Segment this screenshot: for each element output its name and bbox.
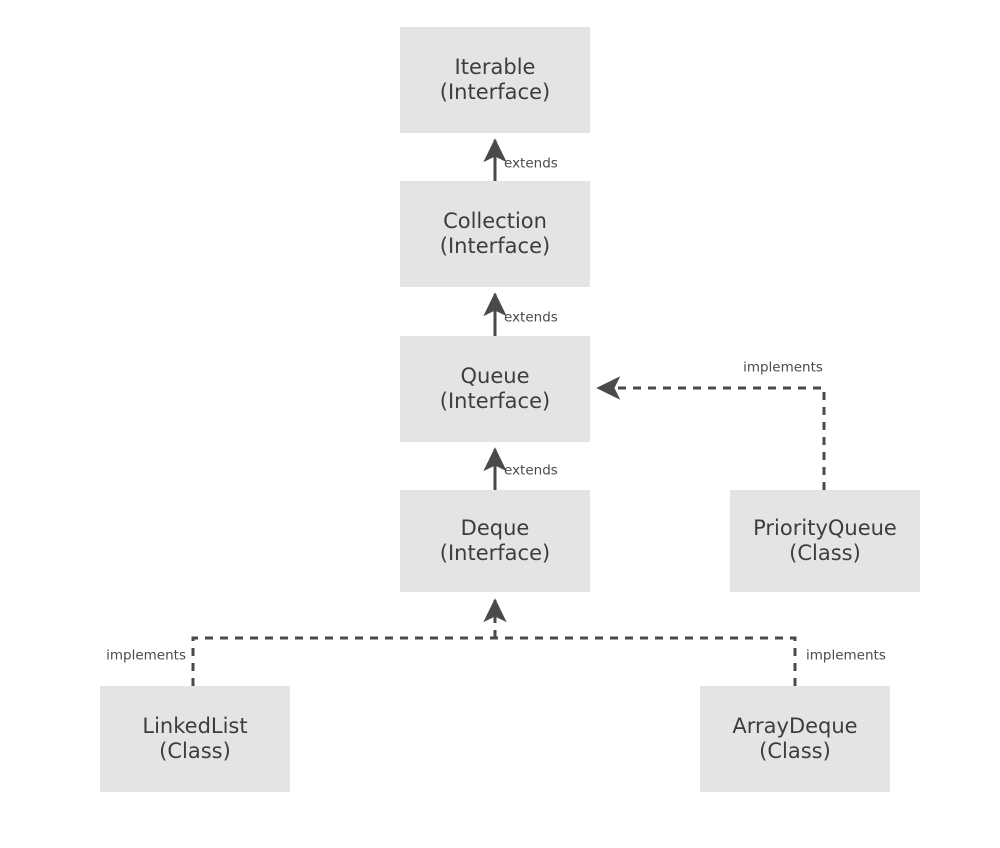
node-linkedlist[interactable]: LinkedList (Class) <box>100 686 290 792</box>
edge-label-deque-extends-queue: extends <box>504 462 558 479</box>
edge-label-arraydeque-implements-deque: implements <box>806 647 886 664</box>
node-stereotype: (Class) <box>759 739 831 763</box>
node-title: Collection <box>443 209 547 234</box>
node-stereotype: (Interface) <box>439 541 551 565</box>
edge-linkedlist-implements-deque <box>191 636 495 686</box>
edge-label-priorityqueue-implements-queue: implements <box>743 359 823 376</box>
edge-label-linkedlist-implements-deque: implements <box>106 647 186 664</box>
node-deque[interactable]: Deque (Interface) <box>400 490 590 592</box>
node-stereotype: (Interface) <box>439 234 551 258</box>
edge-priorityqueue-implements-queue <box>596 376 826 490</box>
edge-label-collection-extends-iterable: extends <box>504 155 558 172</box>
node-stereotype: (Class) <box>789 541 861 565</box>
node-queue[interactable]: Queue (Interface) <box>400 336 590 442</box>
node-title: LinkedList <box>142 714 248 739</box>
node-arraydeque[interactable]: ArrayDeque (Class) <box>700 686 890 792</box>
node-stereotype: (Class) <box>159 739 231 763</box>
edge-arraydeque-implements-deque <box>495 636 797 686</box>
node-iterable[interactable]: Iterable (Interface) <box>400 27 590 133</box>
node-title: ArrayDeque <box>732 714 858 739</box>
node-priorityqueue[interactable]: PriorityQueue (Class) <box>730 490 920 592</box>
node-title: Queue <box>460 364 530 389</box>
node-title: PriorityQueue <box>753 516 897 541</box>
node-title: Iterable <box>454 55 536 80</box>
node-title: Deque <box>460 516 530 541</box>
node-collection[interactable]: Collection (Interface) <box>400 181 590 287</box>
node-stereotype: (Interface) <box>439 80 551 104</box>
edge-label-queue-extends-collection: extends <box>504 309 558 326</box>
node-stereotype: (Interface) <box>439 389 551 413</box>
